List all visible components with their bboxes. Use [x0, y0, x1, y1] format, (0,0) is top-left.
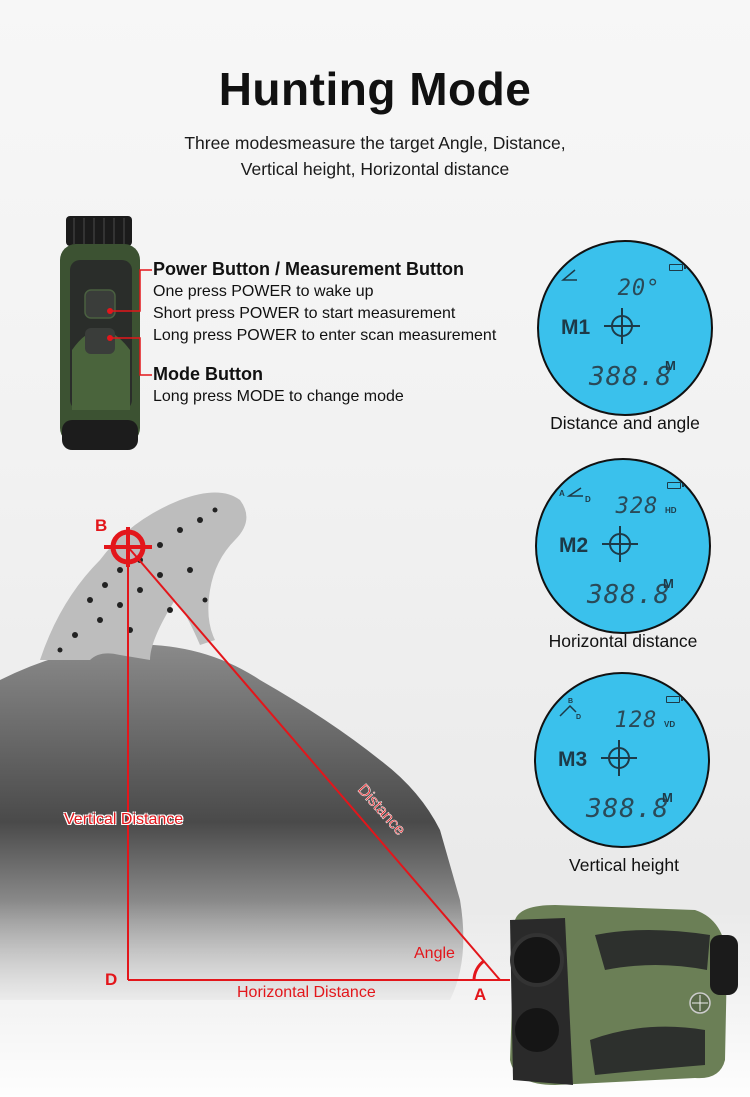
- angle-icon: [561, 269, 577, 281]
- point-b-label: B: [95, 516, 108, 535]
- mode-button-info: Mode Button Long press MODE to change mo…: [153, 362, 404, 408]
- rangefinder-top-view-image: [60, 216, 152, 450]
- mode-button-title: Mode Button: [153, 364, 263, 384]
- distance-unit: M: [663, 576, 674, 591]
- distance-unit: M: [665, 358, 676, 373]
- mode-label: M3: [558, 748, 588, 771]
- svg-text:B: B: [568, 698, 573, 705]
- power-button-info: Power Button / Measurement Button One pr…: [153, 257, 496, 347]
- power-line-2: Short press POWER to start measurement: [153, 305, 456, 322]
- leopard-image: [40, 492, 247, 660]
- hd-tag: HD: [665, 506, 677, 515]
- target-crosshair-icon: [104, 527, 152, 567]
- power-line-1: One press POWER to wake up: [153, 283, 374, 300]
- vertical-distance-label: Vertical Distance: [64, 811, 184, 828]
- svg-text:A: A: [559, 489, 565, 498]
- point-a-label: A: [474, 985, 487, 1004]
- distance-value: 388.8: [586, 794, 670, 824]
- lcd-display-m2: A D 328 HD M2 388.8 M: [535, 458, 711, 634]
- reticle-icon: [604, 308, 640, 344]
- horizontal-value: 328: [615, 494, 659, 519]
- distance-unit: M: [662, 790, 673, 805]
- vertical-value: 128: [614, 708, 658, 733]
- mode-label: M2: [559, 534, 589, 557]
- lcd-caption-m2: Horizontal distance: [548, 631, 698, 651]
- page-subtitle: Three modesmeasure the target Angle, Dis…: [0, 130, 750, 182]
- svg-text:D: D: [585, 495, 591, 504]
- power-line-3: Long press POWER to enter scan measureme…: [153, 327, 497, 344]
- angle-label: Angle: [414, 945, 455, 962]
- mode-line-1: Long press MODE to change mode: [153, 388, 404, 405]
- vertical-distance-icon: B D: [559, 698, 581, 720]
- mode-label: M1: [561, 316, 591, 339]
- subtitle-line-2: Vertical height, Horizontal distance: [240, 159, 510, 179]
- reticle-icon: [601, 740, 637, 776]
- distance-value: 388.8: [589, 362, 673, 392]
- battery-icon: [667, 482, 684, 489]
- lcd-display-m1: 20° M1 388.8 M: [537, 240, 713, 416]
- vd-tag: VD: [664, 720, 676, 729]
- lcd-caption-m1: Distance and angle: [550, 413, 700, 433]
- rangefinder-side-view-image: [495, 905, 738, 1085]
- svg-text:D: D: [576, 714, 581, 720]
- angle-value: 20°: [617, 276, 661, 301]
- page-title: Hunting Mode: [218, 63, 532, 115]
- reticle-icon: [602, 526, 638, 562]
- battery-icon: [666, 696, 683, 703]
- subtitle-line-1: Three modesmeasure the target Angle, Dis…: [184, 133, 566, 153]
- power-button-title: Power Button / Measurement Button: [153, 259, 465, 279]
- lcd-caption-m3: Vertical height: [569, 855, 679, 875]
- lcd-display-m3: B D 128 VD M3 388.8 M: [534, 672, 710, 848]
- horizontal-distance-label: Horizontal Distance: [237, 984, 376, 1001]
- distance-value: 388.8: [587, 580, 671, 610]
- battery-icon: [669, 264, 686, 271]
- horizontal-distance-icon: A D: [559, 487, 591, 504]
- point-d-label: D: [105, 970, 118, 989]
